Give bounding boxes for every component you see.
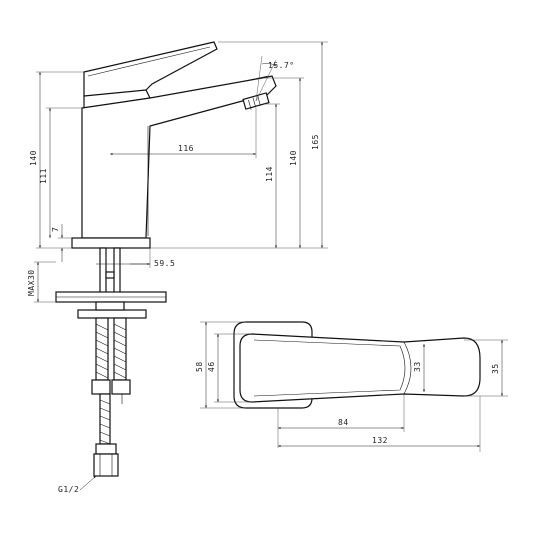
flexible-hoses xyxy=(91,317,131,445)
base-flange xyxy=(71,237,151,249)
label-thread: G1/2 xyxy=(58,485,79,494)
label-plan-84: 84 xyxy=(338,418,349,427)
label-height-111: 111 xyxy=(39,168,48,184)
label-total-165: 165 xyxy=(311,134,320,150)
label-plan-46: 46 xyxy=(207,361,216,372)
faucet-side-view xyxy=(55,41,277,477)
label-height-7: 7 xyxy=(51,227,60,232)
label-base-59-5: 59.5 xyxy=(154,259,175,268)
label-plan-132: 132 xyxy=(372,436,388,445)
side-dimensions: 140 111 7 116 114 140 165 15.7° 59.5 xyxy=(27,41,328,494)
hose-nut xyxy=(93,443,119,477)
label-spout-114: 114 xyxy=(265,166,274,182)
counter-slab xyxy=(55,291,167,303)
label-plan-58: 58 xyxy=(195,361,204,372)
handle-plan-view xyxy=(233,321,481,409)
label-height-140-left: 140 xyxy=(29,150,38,166)
label-angle: 15.7° xyxy=(268,61,295,70)
plan-dimensions: 58 46 33 35 84 132 xyxy=(195,321,508,452)
label-reach-116: 116 xyxy=(178,144,194,153)
label-plan-35: 35 xyxy=(491,363,500,374)
label-max-30: MAX30 xyxy=(27,269,36,296)
fixing-washer xyxy=(77,309,147,319)
label-plan-33: 33 xyxy=(413,361,422,372)
label-spout-140: 140 xyxy=(289,150,298,166)
